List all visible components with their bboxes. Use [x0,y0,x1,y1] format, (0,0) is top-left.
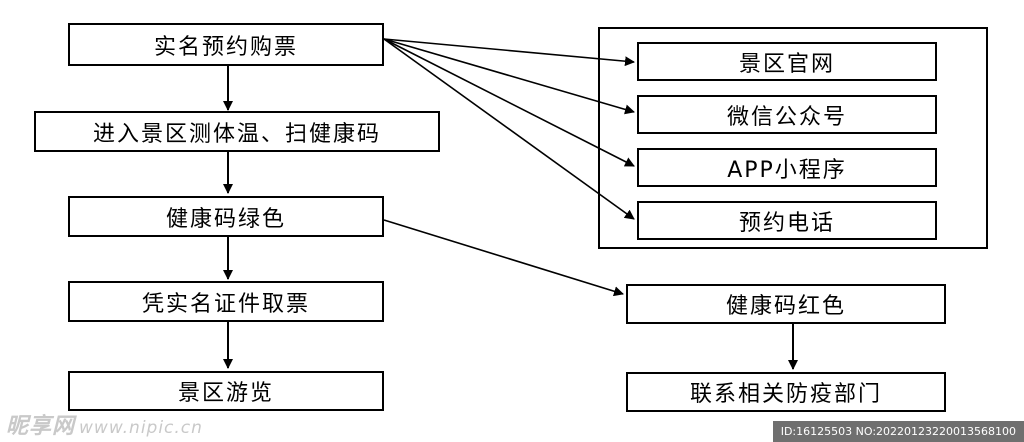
arrow-to-channel-3 [383,38,635,167]
channel-wechat-account: 微信公众号 [637,95,937,134]
channel-wechat-account-label: 微信公众号 [726,104,847,130]
channel-official-site-label: 景区官网 [738,51,835,77]
arrow-to-channel-2 [383,38,635,115]
channel-phone-booking: 预约电话 [637,201,937,240]
step-real-name-booking: 实名预约购票 [68,23,384,66]
step-scenic-tour-label: 景区游览 [177,381,274,406]
booking-channels-group [598,27,988,249]
channel-mini-program-label: APP小程序 [727,157,847,183]
channel-mini-program: APP小程序 [637,148,937,187]
arrow-to-red-code [383,219,624,297]
step-health-code-red-label: 健康码红色 [725,294,846,319]
step-scenic-tour: 景区游览 [68,371,384,411]
channel-phone-booking-label: 预约电话 [738,210,835,236]
step-health-code-green: 健康码绿色 [68,196,384,237]
step-contact-epidemic-dept-label: 联系相关防疫部门 [689,382,882,407]
step-real-name-booking-label: 实名预约购票 [153,34,298,60]
watermark-url: www.nipic.cn [79,418,203,438]
arrow-to-channel-4 [383,38,635,220]
step-health-code-green-label: 健康码绿色 [165,206,286,232]
arrow-to-channel-1 [383,38,635,67]
step-enter-temperature-scan-label: 进入景区测体温、扫健康码 [92,121,381,147]
watermark-brand: 昵享网 [6,414,76,439]
image-id-tag: ID:16125503 NO:20220123220013568100 [772,421,1024,442]
step-contact-epidemic-dept: 联系相关防疫部门 [626,372,946,412]
step-health-code-red: 健康码红色 [626,284,946,324]
step-collect-ticket: 凭实名证件取票 [68,281,384,322]
step-enter-temperature-scan: 进入景区测体温、扫健康码 [34,111,440,152]
channel-official-site: 景区官网 [637,42,937,81]
step-collect-ticket-label: 凭实名证件取票 [141,291,310,317]
